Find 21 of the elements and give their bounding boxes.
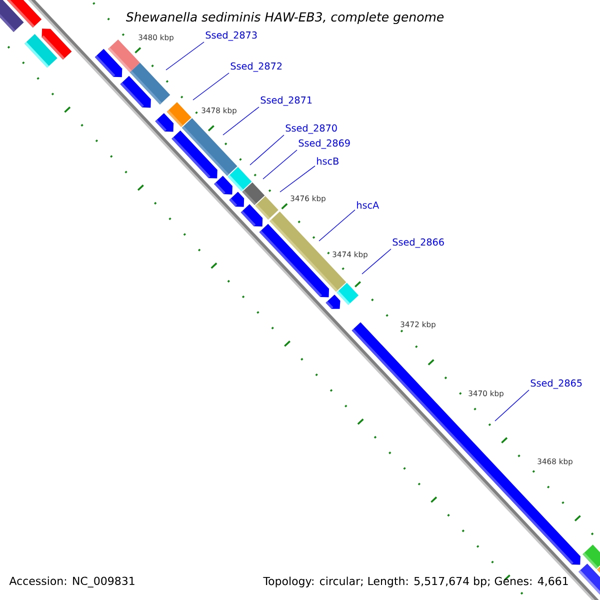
- map-title: Shewanella sediminis HAW-EB3, complete genome: [126, 12, 444, 24]
- gene-label: Ssed_2866: [392, 238, 444, 248]
- leader-line: [192, 72, 230, 100]
- gene-label: hscA: [357, 201, 380, 209]
- leader-line: [262, 150, 298, 180]
- gene-label: Ssed_2873: [206, 31, 257, 41]
- accession-text: Accession: NC_009831: [9, 576, 134, 588]
- leader-line: [250, 134, 284, 166]
- gene-label: Ssed_2865: [530, 379, 582, 389]
- leader-line: [166, 42, 204, 70]
- leader-line: [318, 210, 356, 242]
- gene-label: Ssed_2871: [260, 96, 312, 106]
- gene-label: hscB: [317, 157, 338, 165]
- leader-line: [494, 390, 530, 422]
- gene-label: Ssed_2869: [298, 139, 350, 149]
- gene-label: Ssed_2872: [230, 62, 282, 72]
- gene-label: Ssed_2870: [286, 124, 337, 134]
- genome-info-text: Topology: circular; Length: 5,517,674 bp; Genes: 4,661: [263, 576, 568, 588]
- leader-line: [362, 248, 392, 274]
- leader-line: [222, 106, 260, 136]
- leader-line: [280, 166, 316, 192]
